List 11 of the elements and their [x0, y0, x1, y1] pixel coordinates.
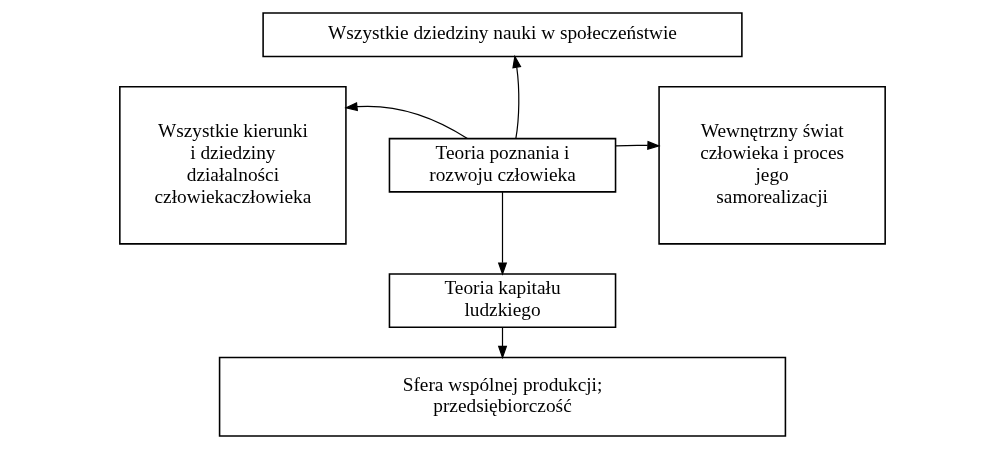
node-box: Teoria kapitału ludzkiego	[388, 273, 616, 329]
arrow	[343, 102, 468, 140]
arrow	[614, 140, 661, 151]
arrow	[497, 191, 507, 276]
node-box: Wewnętrzny świat człowieka i proces jego samorealizacji	[657, 85, 886, 245]
arrow	[497, 326, 507, 360]
node-box: Teoria poznania i rozwoju człowieka	[388, 137, 616, 193]
node-box: Sfera wspólnej produkcji; przedsiębiorczość	[218, 356, 786, 437]
node-box: Wszystkie dziedziny nauki w społeczeństwie	[261, 12, 743, 58]
node-box: Wszystkie kierunki i dziedziny działalności człowiekaczłowieka	[118, 85, 347, 245]
arrow	[511, 54, 521, 140]
